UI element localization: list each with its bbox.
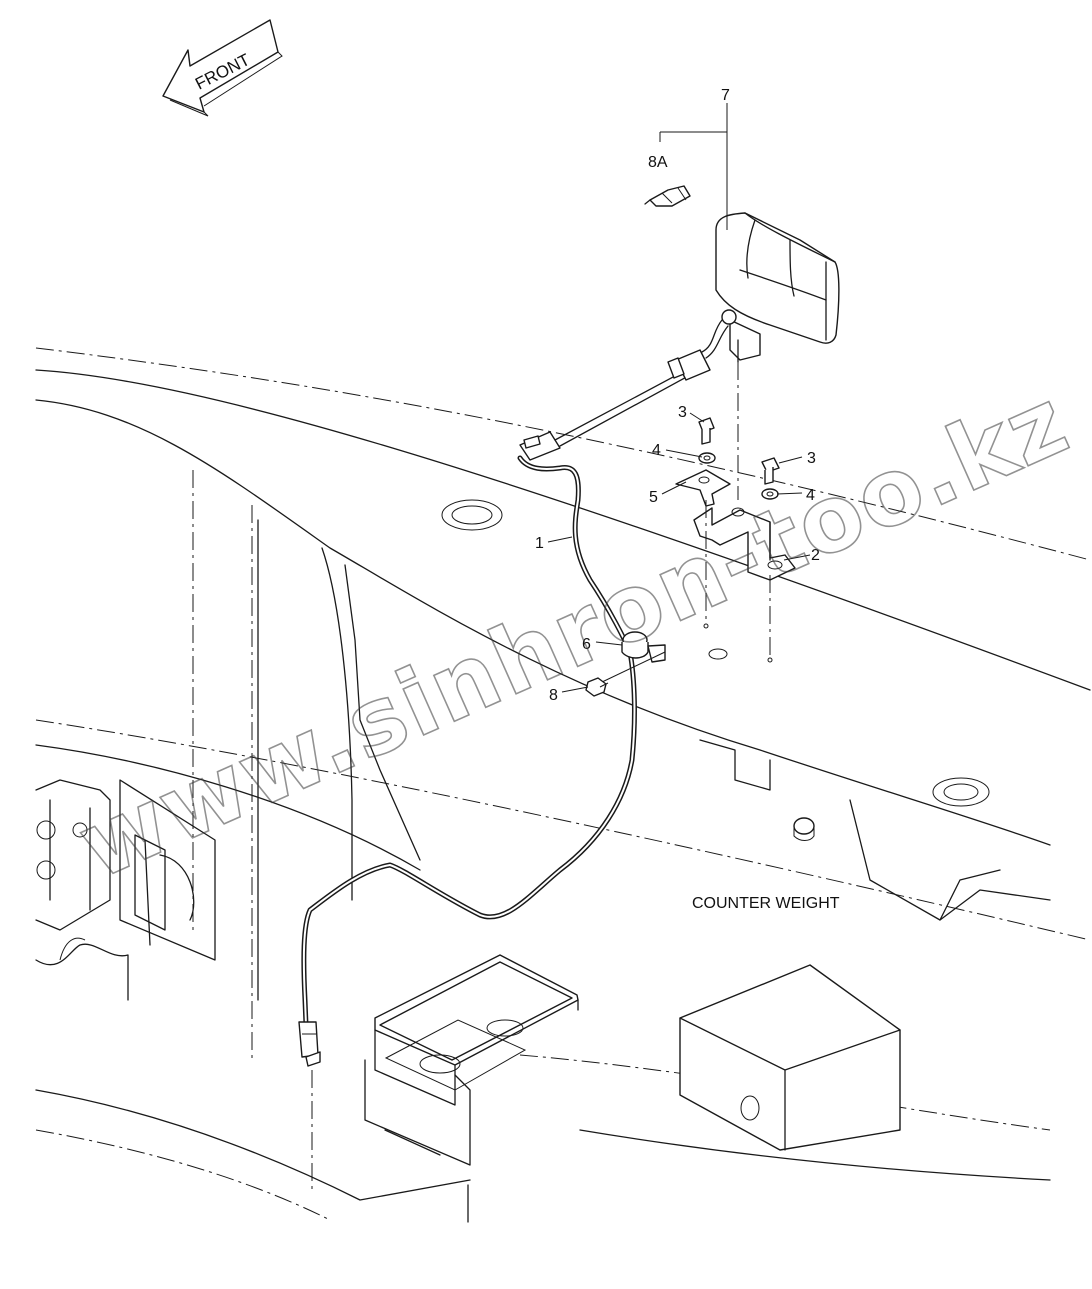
callout-4-left: 4 <box>652 442 661 459</box>
counter-weight-label: COUNTER WEIGHT <box>692 895 840 912</box>
machine-frame <box>35 347 1091 1223</box>
callout-2: 2 <box>811 547 820 564</box>
cable-clamp <box>599 631 666 684</box>
callout-4-right: 4 <box>806 487 815 504</box>
leader-lines <box>547 103 811 693</box>
washer-left <box>698 452 716 464</box>
callout-1: 1 <box>535 535 544 552</box>
callout-7: 8 <box>549 687 558 704</box>
callout-8: 7 <box>721 87 730 104</box>
clamp-bolt <box>585 677 609 697</box>
callout-6: 6 <box>582 636 591 653</box>
lamp-bulb <box>644 185 691 207</box>
callout-5: 5 <box>649 489 658 506</box>
callout-3-left: 3 <box>678 404 687 421</box>
lamp-bracket <box>693 507 796 581</box>
assembly-centerlines <box>703 362 773 663</box>
engine-bracket <box>35 779 216 1001</box>
callout-3-right: 3 <box>807 450 816 467</box>
battery-tray <box>364 954 901 1166</box>
bolt-right <box>761 457 780 485</box>
callout-labels: 7 8A 3 4 5 3 4 1 2 6 8 <box>535 87 820 704</box>
watermark: www.sinhron-too.kz <box>63 367 1084 900</box>
work-lamp <box>715 212 840 363</box>
callout-8a: 8A <box>648 154 668 171</box>
cable-harness <box>298 319 729 1067</box>
bolt-upper-left <box>698 417 715 445</box>
front-arrow: FRONT <box>162 19 283 117</box>
mount-plate <box>675 469 731 507</box>
